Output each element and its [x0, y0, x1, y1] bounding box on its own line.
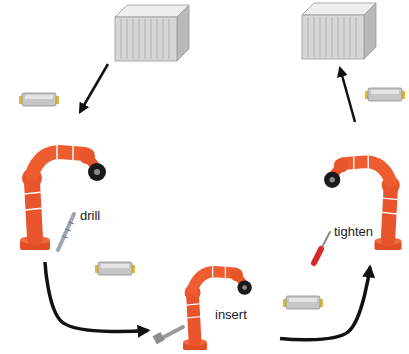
drill-bit	[58, 214, 74, 250]
tool-label: drill	[80, 208, 100, 223]
part-icon	[283, 296, 323, 309]
bolt-head	[153, 332, 165, 344]
robot-arm	[183, 266, 252, 350]
flow-connector	[280, 267, 370, 340]
screwdriver-handle	[314, 249, 321, 263]
part-icon	[19, 93, 59, 106]
flow-arrow	[340, 68, 355, 122]
bolt	[153, 327, 183, 344]
flow-connector	[45, 262, 148, 332]
flow-arrow	[80, 64, 108, 112]
tool-label: tighten	[334, 224, 373, 239]
bolt-shaft	[162, 327, 183, 338]
drill-bit-shaft	[58, 214, 74, 250]
container	[115, 5, 189, 61]
robot-arm	[324, 156, 401, 251]
screwdriver	[314, 232, 330, 263]
robot-station: drill	[8, 118, 120, 260]
part-icon	[95, 262, 135, 275]
container	[302, 3, 376, 59]
part-icon	[365, 88, 405, 101]
robot-station: tighten	[300, 130, 406, 265]
robot-arm	[20, 145, 106, 250]
robot-station: insert	[150, 262, 278, 352]
tool-label: insert	[215, 307, 247, 322]
drill-bit-flute	[62, 222, 74, 238]
